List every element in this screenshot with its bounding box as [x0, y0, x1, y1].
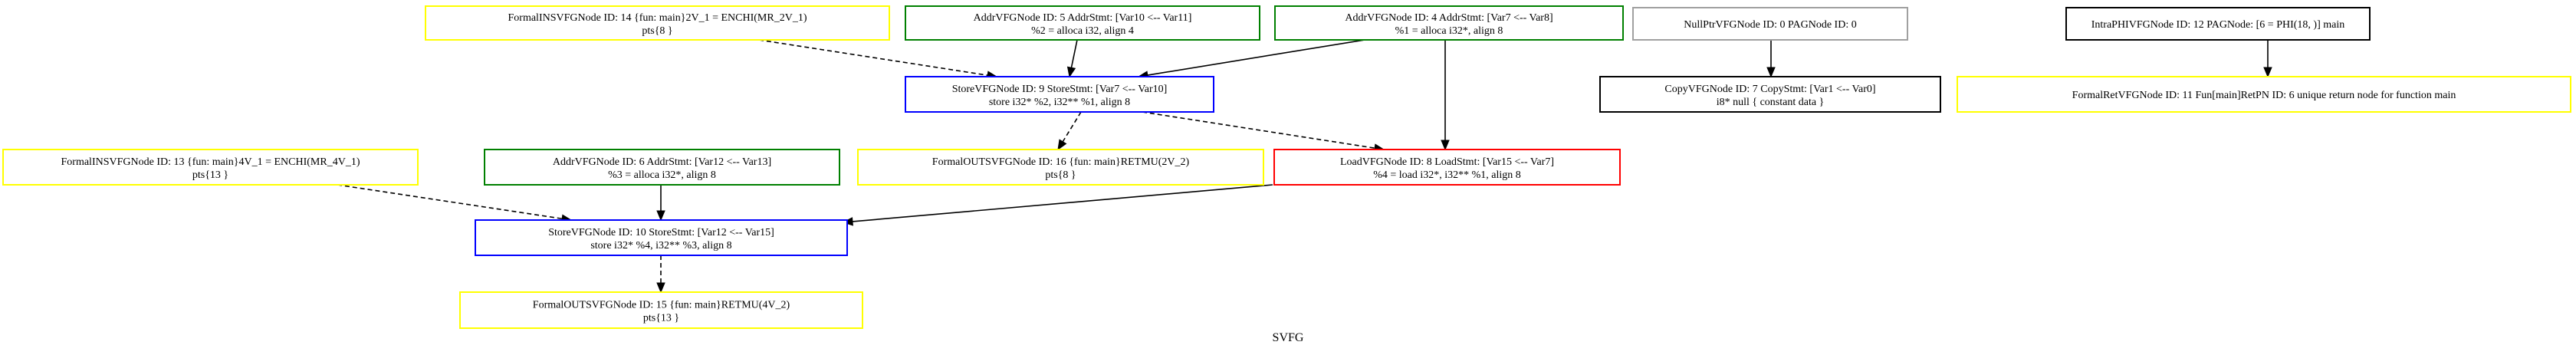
load-vfg-node-8: LoadVFGNode ID: 8 LoadStmt: [Var15 <-- V…	[1273, 149, 1621, 186]
edge-n4-n8	[1441, 40, 1450, 151]
edge-n12-n11	[2263, 40, 2272, 78]
formal-out-svfg-node-16-detail: pts{8 }	[1045, 169, 1076, 181]
formal-in-svfg-node-13: FormalINSVFGNode ID: 13 {fun: main}4V_1 …	[2, 149, 419, 186]
intra-phi-vfg-node-12-label: IntraPHIVFGNode ID: 12 PAGNode: [6 = PHI…	[2091, 19, 2345, 31]
formal-out-svfg-node-15-detail: pts{13 }	[643, 313, 679, 324]
formal-out-svfg-node-16: FormalOUTSVFGNode ID: 16 {fun: main}RETM…	[857, 149, 1264, 186]
edge-line-n13-n10	[337, 184, 563, 220]
addr-vfg-node-5-box	[905, 5, 1260, 41]
load-vfg-node-8-box	[1273, 149, 1621, 186]
edge-n6-n10	[656, 185, 665, 222]
formal-out-svfg-node-15-label: FormalOUTSVFGNode ID: 15 {fun: main}RETM…	[533, 300, 790, 311]
edge-line-n9-n16	[1062, 111, 1082, 143]
addr-vfg-node-5-label: AddrVFGNode ID: 5 AddrStmt: [Var10 <-- V…	[974, 12, 1192, 24]
intra-phi-vfg-node-12-box	[2065, 7, 2371, 41]
formal-out-svfg-node-15: FormalOUTSVFGNode ID: 15 {fun: main}RETM…	[459, 291, 863, 329]
addr-vfg-node-6: AddrVFGNode ID: 6 AddrStmt: [Var12 <-- V…	[484, 149, 840, 186]
addr-vfg-node-6-detail: %3 = alloca i32*, align 8	[608, 169, 716, 181]
addr-vfg-node-5: AddrVFGNode ID: 5 AddrStmt: [Var10 <-- V…	[905, 5, 1260, 41]
copy-vfg-node-7-box	[1599, 76, 1941, 113]
formal-out-svfg-node-16-box	[857, 149, 1264, 186]
edge-n4-n9	[1137, 39, 1365, 80]
arrowhead-n6-n10	[656, 210, 665, 222]
edge-n9-n16	[1057, 111, 1082, 151]
arrowhead-n0-n7	[1766, 67, 1776, 78]
formal-in-svfg-node-14: FormalINSVFGNode ID: 14 {fun: main}2V_1 …	[425, 5, 890, 41]
load-vfg-node-8-detail: %4 = load i32*, i32** %1, align 8	[1373, 169, 1521, 181]
store-vfg-node-10: StoreVFGNode ID: 10 StoreStmt: [Var12 <-…	[475, 219, 848, 256]
edge-n13-n10	[337, 184, 573, 223]
graph-title: SVFG	[1273, 331, 1304, 344]
store-vfg-node-10-box	[475, 219, 848, 256]
edge-n9-n8	[1142, 111, 1385, 153]
arrowhead-n5-n9	[1066, 66, 1076, 78]
formal-ret-vfg-node-11-box	[1957, 76, 2571, 113]
arrowhead-n12-n11	[2263, 67, 2272, 78]
addr-vfg-node-5-detail: %2 = alloca i32, align 4	[1031, 25, 1134, 37]
addr-vfg-node-6-label: AddrVFGNode ID: 6 AddrStmt: [Var12 <-- V…	[553, 156, 771, 168]
store-vfg-node-9-label: StoreVFGNode ID: 9 StoreStmt: [Var7 <-- …	[952, 84, 1168, 95]
formal-ret-vfg-node-11-label: FormalRetVFGNode ID: 11 Fun[main]RetPN I…	[2072, 90, 2456, 101]
edge-line-n4-n9	[1147, 39, 1365, 76]
formal-in-svfg-node-14-detail: pts{8 }	[642, 25, 672, 37]
copy-vfg-node-7-label: CopyVFGNode ID: 7 CopyStmt: [Var1 <-- Va…	[1664, 84, 1875, 95]
edge-n5-n9	[1066, 39, 1078, 78]
copy-vfg-node-7: CopyVFGNode ID: 7 CopyStmt: [Var1 <-- Va…	[1599, 76, 1941, 113]
null-ptr-vfg-node-0-box	[1632, 7, 1908, 41]
arrowhead-n10-n15	[656, 282, 665, 294]
addr-vfg-node-4: AddrVFGNode ID: 4 AddrStmt: [Var7 <-- Va…	[1274, 5, 1624, 41]
formal-in-svfg-node-13-label: FormalINSVFGNode ID: 13 {fun: main}4V_1 …	[61, 156, 360, 168]
addr-vfg-node-6-box	[484, 149, 840, 186]
store-vfg-node-9-detail: store i32* %2, i32** %1, align 8	[989, 97, 1130, 108]
edges-layer	[337, 39, 2272, 294]
edge-line-n8-n10	[852, 184, 1273, 222]
edge-n0-n7	[1766, 40, 1776, 78]
nodes-layer: FormalINSVFGNode ID: 14 {fun: main}2V_1 …	[2, 5, 2571, 329]
formal-in-svfg-node-13-box	[2, 149, 419, 186]
edge-line-n9-n8	[1142, 111, 1375, 149]
edge-n14-n9	[758, 39, 998, 80]
arrowhead-n9-n16	[1057, 139, 1067, 151]
addr-vfg-node-4-detail: %1 = alloca i32*, align 8	[1395, 25, 1503, 37]
intra-phi-vfg-node-12: IntraPHIVFGNode ID: 12 PAGNode: [6 = PHI…	[2065, 7, 2371, 41]
null-ptr-vfg-node-0-label: NullPtrVFGNode ID: 0 PAGNode ID: 0	[1684, 19, 1856, 31]
formal-in-svfg-node-13-detail: pts{13 }	[192, 169, 228, 181]
edge-line-n5-n9	[1070, 39, 1078, 68]
store-vfg-node-10-label: StoreVFGNode ID: 10 StoreStmt: [Var12 <-…	[548, 227, 774, 238]
edge-line-n14-n9	[758, 39, 988, 76]
store-vfg-node-10-detail: store i32* %4, i32** %3, align 8	[590, 240, 731, 251]
formal-in-svfg-node-14-box	[425, 5, 890, 41]
store-vfg-node-9: StoreVFGNode ID: 9 StoreStmt: [Var7 <-- …	[905, 76, 1214, 113]
load-vfg-node-8-label: LoadVFGNode ID: 8 LoadStmt: [Var15 <-- V…	[1340, 156, 1554, 168]
edge-n10-n15	[656, 255, 665, 294]
edge-n8-n10	[842, 184, 1273, 226]
formal-out-svfg-node-16-label: FormalOUTSVFGNode ID: 16 {fun: main}RETM…	[932, 156, 1190, 168]
formal-out-svfg-node-15-box	[459, 291, 863, 329]
addr-vfg-node-4-box	[1274, 5, 1624, 41]
arrowhead-n4-n8	[1441, 140, 1450, 151]
store-vfg-node-9-box	[905, 76, 1214, 113]
formal-ret-vfg-node-11: FormalRetVFGNode ID: 11 Fun[main]RetPN I…	[1957, 76, 2571, 113]
null-ptr-vfg-node-0: NullPtrVFGNode ID: 0 PAGNode ID: 0	[1632, 7, 1908, 41]
addr-vfg-node-4-label: AddrVFGNode ID: 4 AddrStmt: [Var7 <-- Va…	[1345, 12, 1552, 24]
copy-vfg-node-7-detail: i8* null { constant data }	[1717, 97, 1825, 108]
formal-in-svfg-node-14-label: FormalINSVFGNode ID: 14 {fun: main}2V_1 …	[508, 12, 807, 24]
